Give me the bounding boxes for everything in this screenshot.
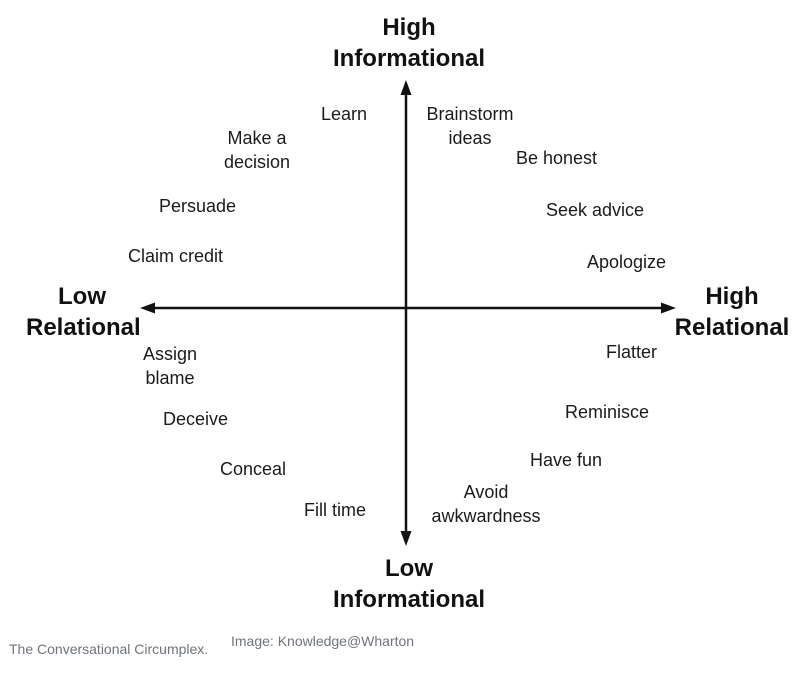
arrow-right-icon: [661, 302, 676, 314]
axis-title-top: High Informational: [326, 12, 492, 74]
arrow-left-icon: [140, 302, 155, 314]
axis-title-bottom-line-2: Informational: [332, 586, 485, 613]
activity-have-fun: Have fun: [530, 450, 603, 470]
activity-claim-credit: Claim credit: [128, 246, 224, 266]
arrow-up-icon: [400, 80, 412, 95]
activity-conceal: Conceal: [220, 459, 287, 479]
activity-brainstorm-line-1: Brainstorm: [426, 104, 514, 124]
activity-make-decision-line-1: Make a: [227, 128, 287, 148]
activity-seek-advice: Seek advice: [546, 200, 645, 220]
axis-title-right-line-2: Relational: [674, 314, 790, 341]
activity-apologize: Apologize: [587, 252, 667, 272]
activity-avoid-awkwardness: Avoid awkwardness: [424, 480, 548, 528]
activity-assign-blame-line-1: Assign: [142, 344, 198, 364]
axis-title-left-line-2: Relational: [26, 314, 141, 341]
activity-brainstorm-line-2: ideas: [448, 128, 492, 148]
activity-make-decision: Make a decision: [218, 126, 296, 174]
activity-flatter: Flatter: [606, 342, 658, 362]
axis-title-top-line-2: Informational: [332, 45, 485, 72]
axis-title-left-line-1: Low: [58, 283, 106, 310]
activity-avoid-awkwardness-line-1: Avoid: [463, 482, 509, 502]
activity-avoid-awkwardness-line-2: awkwardness: [431, 506, 541, 526]
figure-caption: The Conversational Circumplex.: [9, 641, 209, 657]
activity-assign-blame-line-2: blame: [145, 368, 195, 388]
axis-title-top-line-1: High: [382, 14, 436, 41]
image-credit: Image: Knowledge@Wharton: [231, 633, 415, 649]
activity-brainstorm-ideas: Brainstorm ideas: [420, 102, 520, 150]
activity-make-decision-line-2: decision: [223, 152, 291, 172]
axis-title-left: Low Relational: [18, 281, 156, 343]
activity-be-honest: Be honest: [516, 148, 598, 168]
activity-persuade: Persuade: [159, 196, 237, 216]
activity-assign-blame: Assign blame: [134, 342, 206, 390]
axis-title-right: High Relational: [668, 281, 796, 343]
axis-title-bottom-line-1: Low: [385, 555, 433, 582]
activity-fill-time: Fill time: [304, 500, 366, 520]
activity-learn: Learn: [321, 104, 368, 124]
activity-deceive: Deceive: [163, 409, 229, 429]
axis-title-bottom: Low Informational: [326, 553, 492, 615]
activity-reminisce: Reminisce: [565, 402, 650, 422]
arrow-down-icon: [400, 531, 412, 546]
axis-title-right-line-1: High: [705, 283, 759, 310]
